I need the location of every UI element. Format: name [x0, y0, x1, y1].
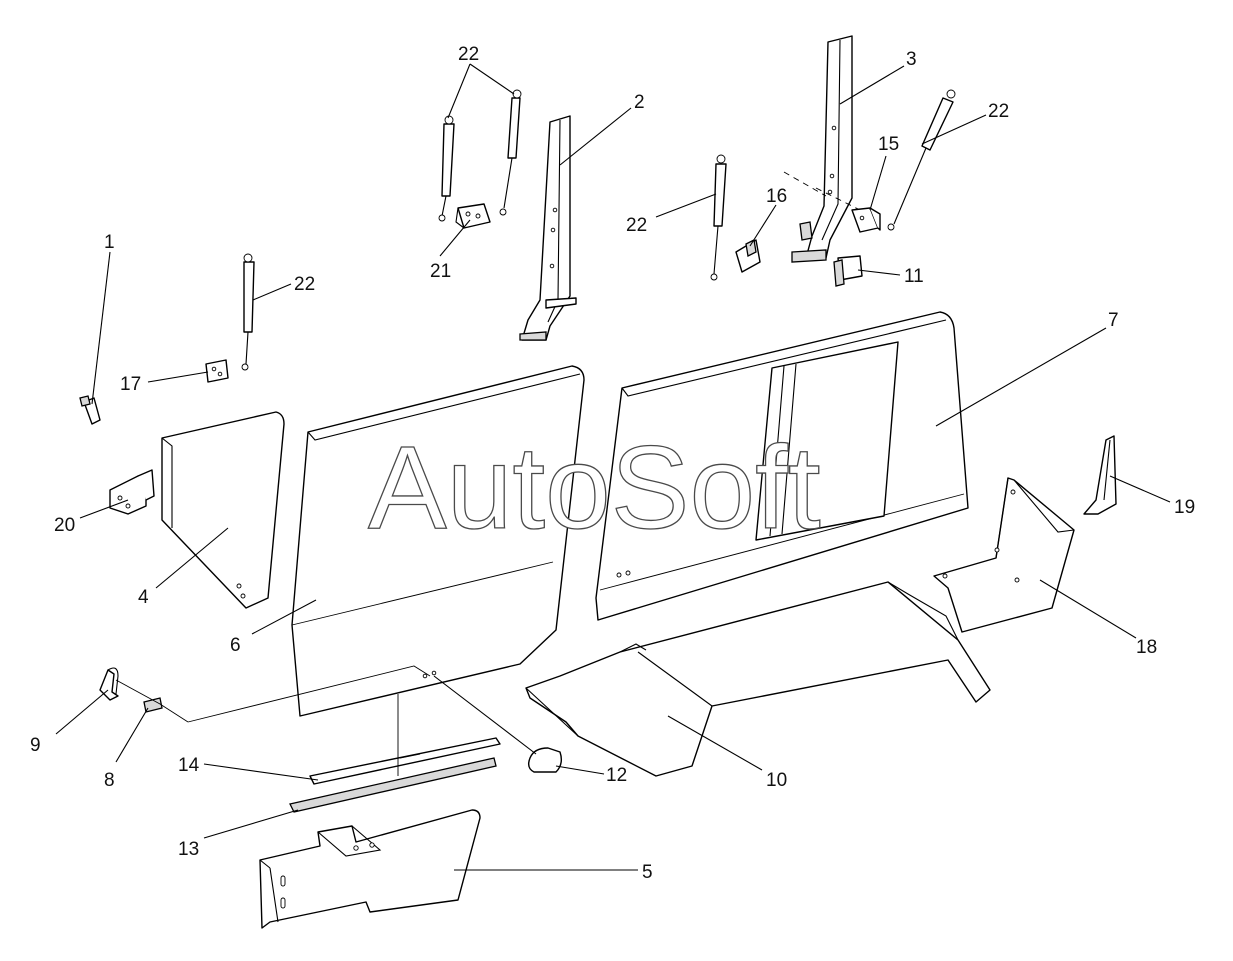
part-13-rail	[289, 757, 497, 813]
part-14-rail	[309, 737, 501, 785]
callout-3: 3	[906, 49, 917, 70]
callout-22-mid: 22	[626, 215, 647, 236]
callout-9: 9	[30, 735, 41, 756]
part-15-bracket	[851, 207, 881, 233]
callout-18: 18	[1136, 637, 1157, 658]
part-21-bracket	[455, 203, 491, 229]
callout-22-top: 22	[458, 44, 479, 65]
part-7-panel	[595, 311, 969, 621]
assembly-lines	[115, 665, 437, 776]
part-8-fitting	[143, 697, 163, 713]
part-20-bracket	[109, 469, 155, 515]
part-3-pillar	[783, 35, 861, 263]
part-22-gas-strut-b	[438, 115, 455, 222]
leader-lines	[55, 63, 1171, 871]
callout-10: 10	[766, 770, 787, 791]
part-22-gas-strut-d	[710, 154, 727, 281]
part-22-gas-strut-c	[499, 89, 522, 216]
part-6-panel	[291, 365, 585, 717]
callout-16: 16	[766, 186, 787, 207]
part-5-beam	[259, 809, 481, 929]
callout-17: 17	[120, 374, 141, 395]
part-19-bracket	[1083, 435, 1117, 515]
callouts: 1 2 3 4 5 6 7 8 9 10 11 12 13 14 15 16 1…	[30, 44, 1195, 883]
part-12-cap	[527, 747, 563, 773]
callout-13: 13	[178, 839, 199, 860]
callout-12: 12	[606, 765, 627, 786]
callout-22-right: 22	[988, 101, 1009, 122]
part-18-panel	[933, 477, 1075, 633]
callout-2: 2	[634, 92, 645, 113]
callout-20: 20	[54, 515, 75, 536]
part-22-gas-strut-a	[241, 253, 255, 371]
part-11-hinge	[833, 255, 863, 287]
callout-8: 8	[104, 770, 115, 791]
part-10-base	[525, 581, 991, 777]
callout-7: 7	[1108, 310, 1119, 331]
part-1-latch	[79, 395, 101, 425]
watermark-text: AutoSoft	[368, 422, 821, 554]
part-4-panel	[161, 411, 285, 609]
callout-1: 1	[104, 232, 115, 253]
callout-15: 15	[878, 134, 899, 155]
callout-4: 4	[138, 587, 149, 608]
part-17-bracket	[205, 359, 229, 383]
callout-21: 21	[430, 261, 451, 282]
callout-11: 11	[904, 266, 924, 287]
part-22-gas-strut-e	[887, 89, 956, 231]
callout-6: 6	[230, 635, 241, 656]
callout-22-left: 22	[294, 274, 315, 295]
callout-5: 5	[642, 862, 653, 883]
callout-19: 19	[1174, 497, 1195, 518]
callout-14: 14	[178, 755, 200, 776]
part-2-pillar	[519, 115, 577, 341]
part-16-bracket	[735, 221, 813, 273]
